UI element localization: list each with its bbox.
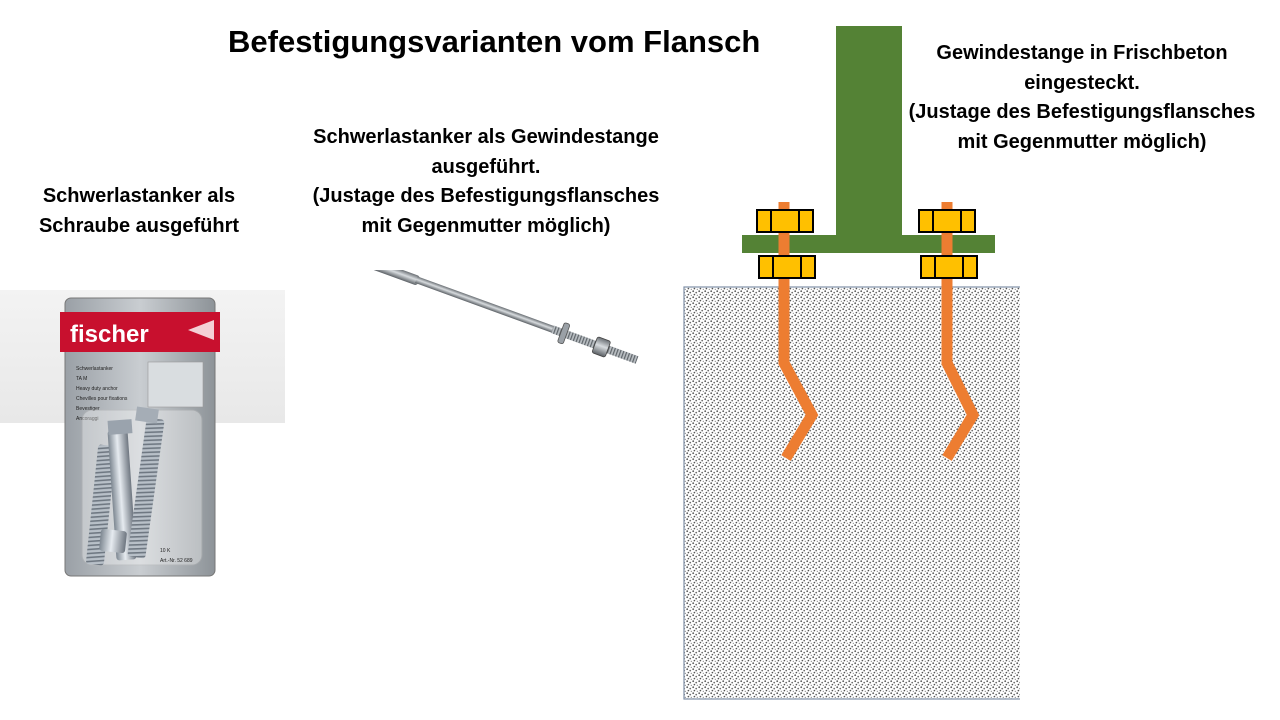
package-article: Art.-Nr. 52 689: [160, 558, 193, 564]
package-pictogram: [147, 361, 204, 408]
caption-cast-in-rod: Gewindestange in Frischbeton eingesteckt…: [895, 39, 1269, 157]
caption-threaded-rod-anchor: Schwerlastanker als Gewindestange ausgef…: [296, 123, 676, 241]
brand-logo: fischer: [70, 321, 149, 348]
package-text: Bevestiger: [76, 406, 100, 412]
anchor-package-image: fischer Schwerlastanker TA M Heavy duty …: [0, 290, 285, 585]
flange-anchoring-diagram: [683, 26, 1020, 700]
caption-line: Schwerlastanker als: [42, 185, 236, 207]
caption-line: Schwerlastanker als Gewindestange: [313, 126, 659, 148]
caption-line: (Justage des Befestigungsflansches: [312, 185, 660, 207]
package-text: TA M: [76, 376, 87, 382]
nut-left-bottom: [758, 255, 816, 279]
package-text: Ancoraggi: [76, 416, 99, 422]
rod-nut: [591, 336, 611, 358]
caption-line: Schraube ausgeführt: [38, 214, 240, 237]
anchor-sleeve: [363, 270, 420, 285]
rod-shaft: [415, 276, 559, 335]
package-text: Heavy duty anchor: [76, 386, 118, 392]
steel-post: [836, 26, 902, 236]
nut-right-bottom: [920, 255, 978, 279]
anchor-rod-left: [778, 202, 819, 461]
concrete-block: [683, 286, 1020, 700]
package-code: 10 K: [160, 548, 171, 554]
caption-bolt-anchor: Schwerlastanker als Schraube ausgeführt: [14, 182, 264, 241]
caption-line: ausgeführt.: [431, 155, 541, 178]
flange-plate: [742, 235, 995, 253]
rod-washer: [557, 322, 570, 345]
caption-line: Gewindestange in Frischbeton: [936, 42, 1228, 64]
anchor-rod-right: [941, 202, 980, 461]
nut-right-top: [918, 209, 976, 233]
package-text: Chevilles pour fixations: [76, 396, 128, 402]
slide-title: Befestigungsvarianten vom Flansch: [228, 24, 761, 59]
nut-left-top: [756, 209, 814, 233]
caption-line: mit Gegenmutter möglich): [361, 214, 611, 237]
caption-line: eingesteckt.: [1024, 71, 1140, 94]
package-text: Schwerlastanker: [76, 366, 113, 372]
brand-arrow-icon: [188, 320, 214, 340]
caption-line: (Justage des Befestigungsflansches: [908, 101, 1256, 123]
threaded-rod-image: [363, 270, 639, 364]
anchor-bolts: [86, 406, 165, 566]
caption-line: mit Gegenmutter möglich): [957, 130, 1207, 153]
